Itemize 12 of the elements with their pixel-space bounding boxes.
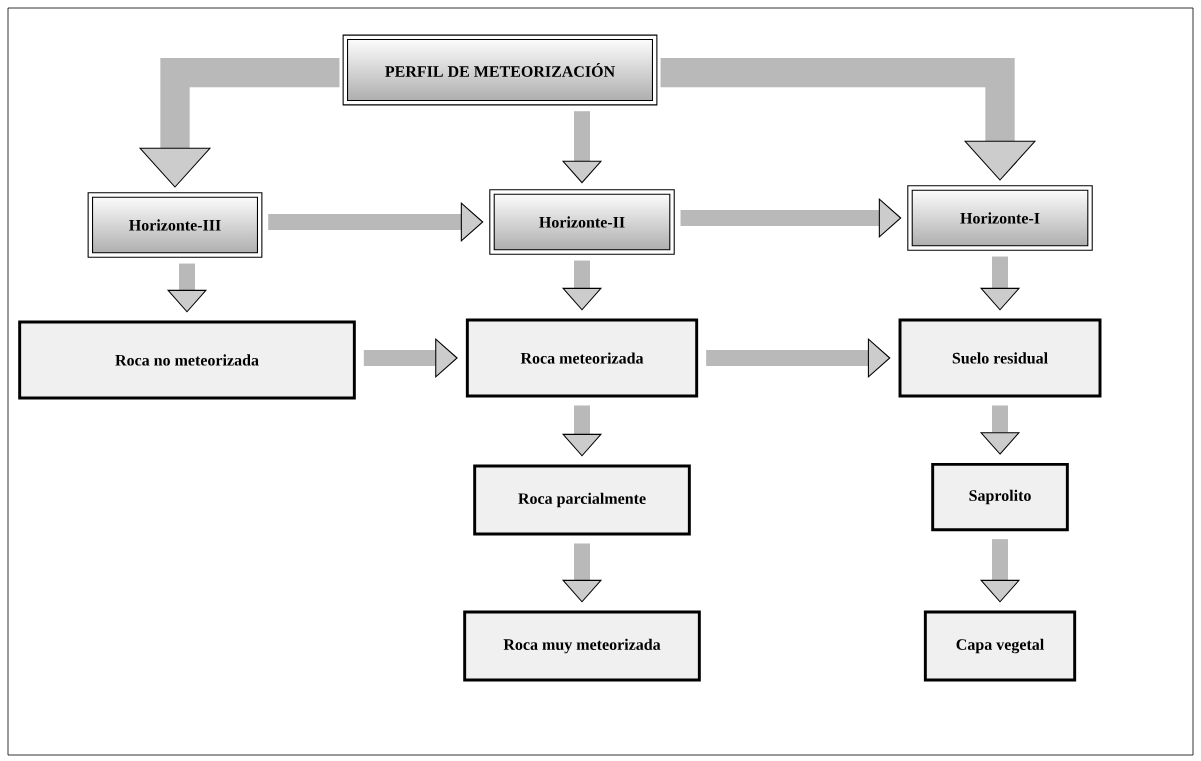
process-box: Capa vegetal bbox=[923, 610, 1077, 682]
process-box: Roca no meteorizada bbox=[18, 320, 356, 400]
block-arrow bbox=[660, 58, 1037, 181]
process-box: Roca meteorizada bbox=[465, 318, 699, 398]
horizon-box: Horizonte-I bbox=[907, 185, 1093, 251]
title-box: PERFIL DE METEORIZACIÓN bbox=[342, 34, 658, 106]
process-box: Roca parcialmente bbox=[473, 464, 691, 536]
process-box: Suelo residual bbox=[898, 318, 1102, 398]
horizon-box: Horizonte-III bbox=[87, 192, 263, 258]
process-box: Saprolito bbox=[931, 462, 1069, 532]
horizon-box: Horizonte-II bbox=[489, 189, 675, 255]
process-box: Roca muy meteorizada bbox=[463, 610, 701, 682]
